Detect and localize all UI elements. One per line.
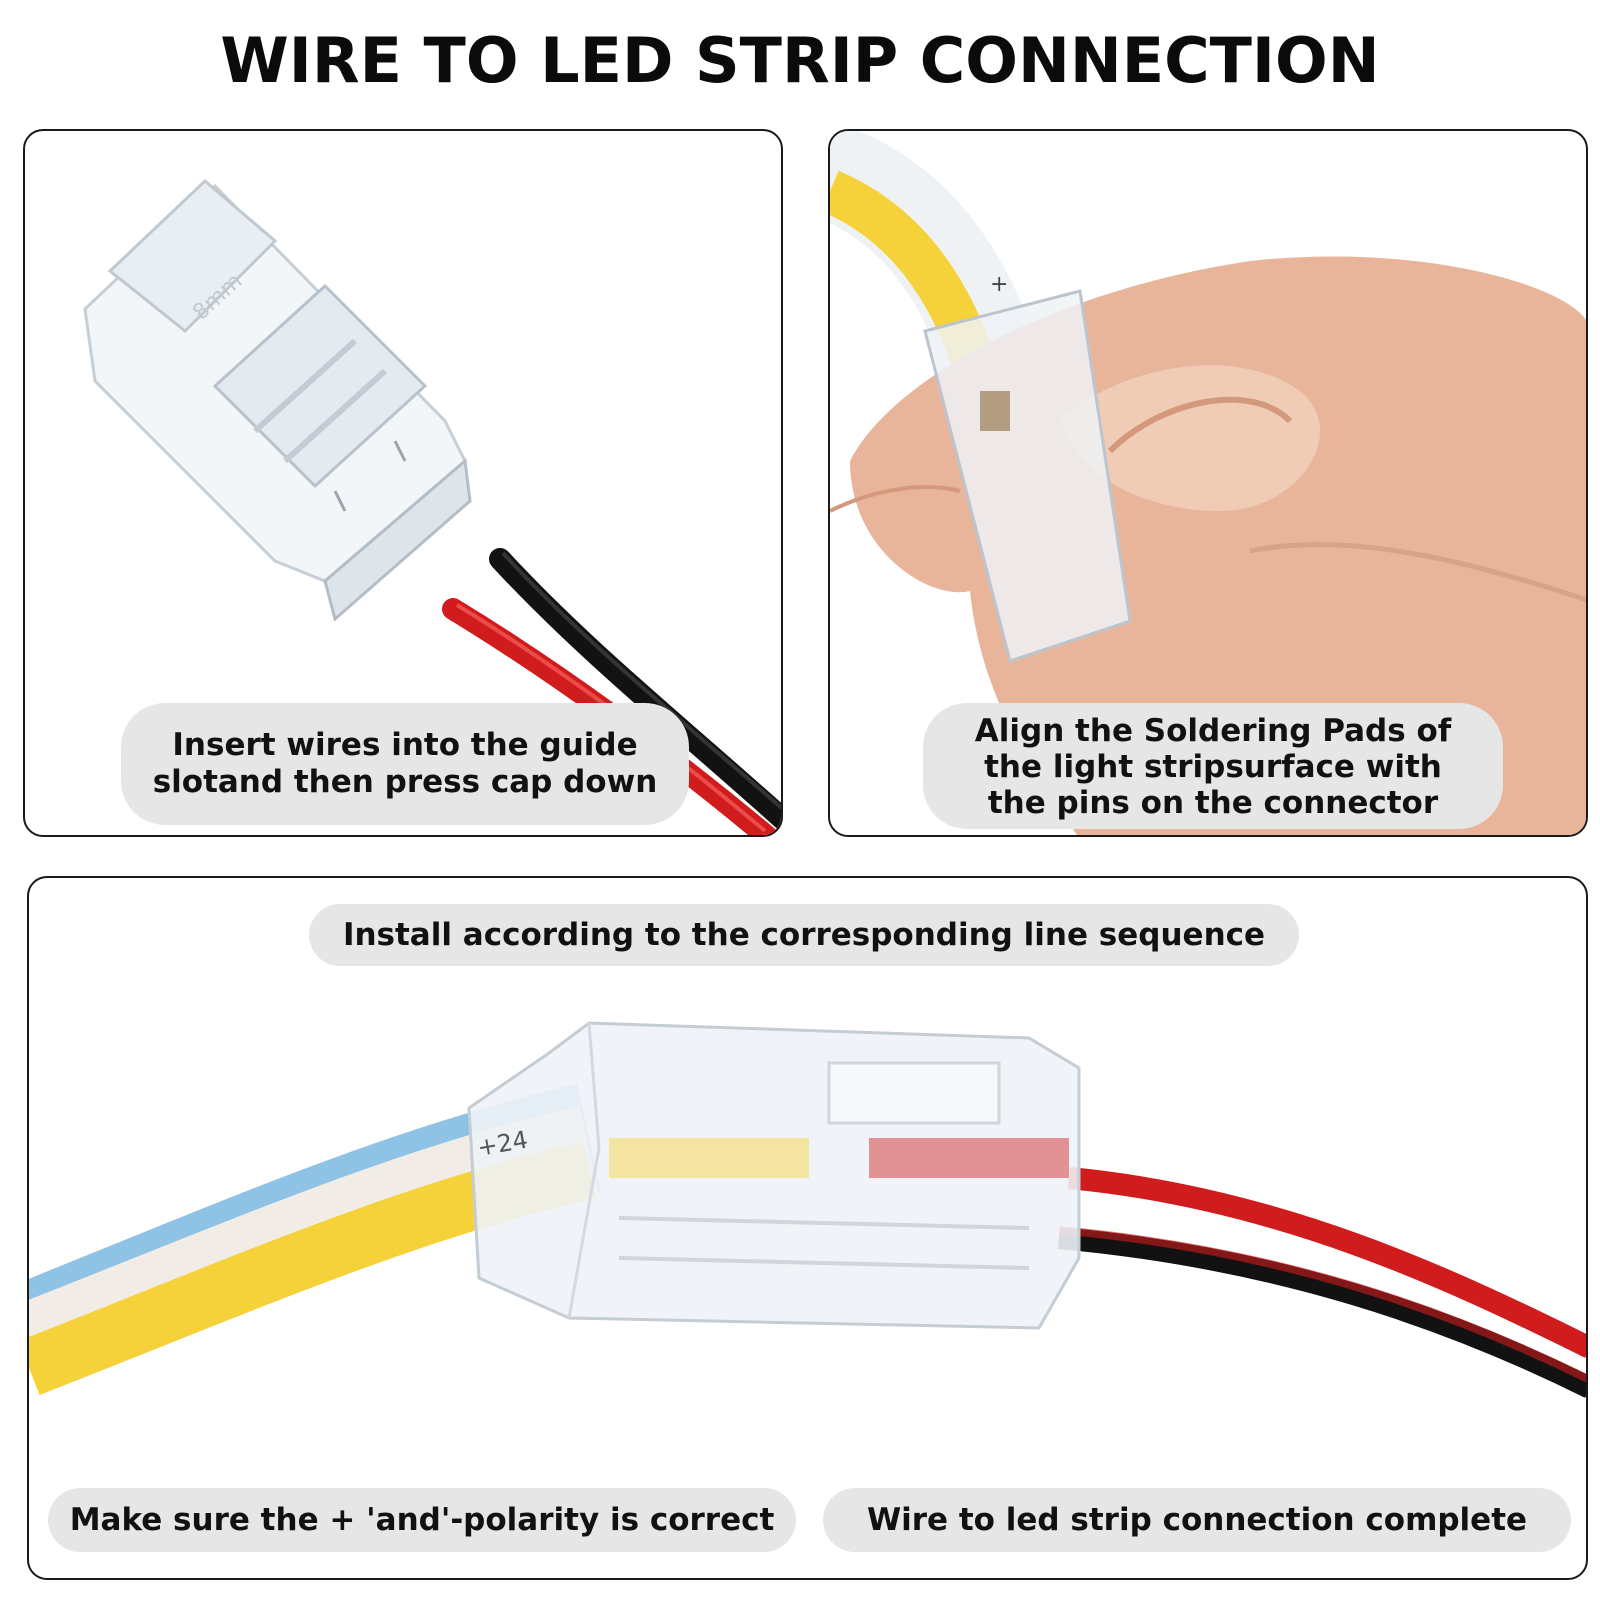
connector-wire-illustration: 8mm bbox=[83, 178, 781, 835]
connector-illustration bbox=[467, 1021, 1081, 1330]
caption-align-pads: Align the Soldering Pads of the light st… bbox=[923, 703, 1503, 829]
caption-polarity: Make sure the + 'and'-polarity is correc… bbox=[48, 1488, 796, 1552]
panel-step-3: +24 Install according to the correspondi… bbox=[27, 876, 1588, 1580]
caption-text: Insert wires into the guide slotand then… bbox=[152, 727, 658, 800]
strip-marking: + bbox=[990, 272, 1008, 297]
page-title: WIRE TO LED STRIP CONNECTION bbox=[220, 24, 1380, 97]
caption-text: Align the Soldering Pads of the light st… bbox=[974, 713, 1452, 821]
caption-insert-wires: Insert wires into the guide slotand then… bbox=[121, 703, 689, 825]
panel-step-2: + Align the Soldering Pads of the light … bbox=[828, 129, 1588, 837]
caption-text: Install according to the corresponding l… bbox=[342, 917, 1266, 953]
connector-illustration bbox=[923, 289, 1132, 663]
connector-illustration bbox=[83, 178, 472, 622]
caption-text: Wire to led strip connection complete bbox=[866, 1502, 1528, 1538]
panel-step-1: 8mm Insert wires into the guide slotand … bbox=[23, 129, 783, 837]
completed-connection-illustration: +24 bbox=[29, 1021, 1586, 1398]
caption-install-sequence: Install according to the corresponding l… bbox=[309, 904, 1299, 966]
hand-strip-illustration: + bbox=[830, 131, 1586, 835]
wire-illustration bbox=[1058, 1167, 1586, 1398]
caption-complete: Wire to led strip connection complete bbox=[823, 1488, 1571, 1552]
caption-text: Make sure the + 'and'-polarity is correc… bbox=[69, 1502, 775, 1538]
